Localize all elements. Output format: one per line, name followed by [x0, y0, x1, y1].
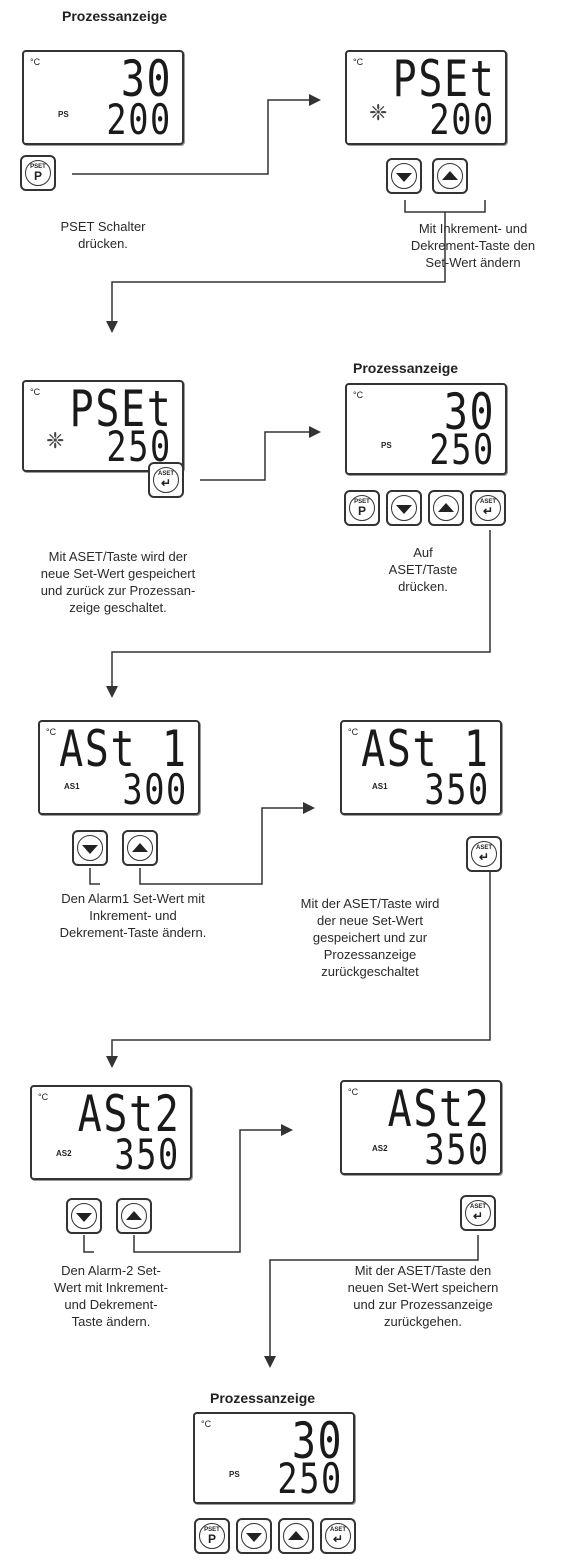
arrow-up-icon [283, 1523, 309, 1549]
arrow-down-icon [241, 1523, 267, 1549]
set-value: 200 [429, 95, 495, 144]
step1-title: Prozessanzeige [62, 8, 168, 24]
mode-label: PSEt [69, 380, 172, 438]
arrow-down-icon [391, 495, 417, 521]
decrement-key[interactable] [72, 830, 108, 866]
unit-label: °C [348, 1087, 359, 1097]
aset-icon: ASET↵ [153, 467, 179, 493]
decrement-key[interactable] [236, 1518, 272, 1554]
aset-key[interactable]: ASET↵ [470, 490, 506, 526]
ps-indicator: PS [381, 441, 392, 450]
step4-display: °C PS 30 250 [345, 383, 507, 475]
increment-key[interactable] [278, 1518, 314, 1554]
blink-icon: ❈ [369, 100, 388, 125]
arrow-up-icon [437, 163, 463, 189]
step9-display: °C PS 30 250 [193, 1412, 355, 1504]
unit-label: °C [201, 1419, 212, 1429]
set-value: 350 [424, 765, 490, 814]
set-value: 350 [114, 1130, 180, 1179]
step8-display: °C AS2 ASt2 350 [340, 1080, 502, 1175]
set-value: 250 [277, 1454, 343, 1503]
mode-label: ASt2 [387, 1080, 490, 1138]
arrow-up-icon [121, 1203, 147, 1229]
ps-indicator: PS [58, 110, 69, 119]
increment-key[interactable] [116, 1198, 152, 1234]
aset-key[interactable]: ASET↵ [320, 1518, 356, 1554]
aset-icon: ASET↵ [465, 1200, 491, 1226]
unit-label: °C [46, 727, 57, 737]
aset-icon: ASET↵ [325, 1523, 351, 1549]
unit-label: °C [348, 727, 359, 737]
unit-label: °C [30, 387, 41, 397]
step1-display: °C PS 30 200 [22, 50, 184, 145]
unit-label: °C [353, 390, 364, 400]
increment-key[interactable] [122, 830, 158, 866]
process-value: 30 [291, 1412, 343, 1470]
as1-indicator: AS1 [372, 782, 388, 791]
unit-label: °C [353, 57, 364, 67]
decrement-key[interactable] [386, 490, 422, 526]
set-value: 250 [429, 425, 495, 474]
step6-display: °C AS1 ASt 1 350 [340, 720, 502, 815]
aset-key[interactable]: ASET↵ [148, 462, 184, 498]
step4-title: Prozessanzeige [353, 360, 459, 376]
ps-indicator: PS [229, 1470, 240, 1479]
mode-label: ASt 1 [59, 720, 188, 778]
unit-label: °C [30, 57, 41, 67]
increment-key[interactable] [428, 490, 464, 526]
arrow-up-icon [127, 835, 153, 861]
mode-label: PSEt [392, 50, 495, 108]
aset-key[interactable]: ASET↵ [460, 1195, 496, 1231]
mode-label: ASt2 [77, 1085, 180, 1143]
arrow-down-icon [71, 1203, 97, 1229]
increment-key[interactable] [432, 158, 468, 194]
process-value: 30 [120, 50, 172, 108]
decrement-key[interactable] [66, 1198, 102, 1234]
aset-key[interactable]: ASET↵ [466, 836, 502, 872]
mode-label: ASt 1 [361, 720, 490, 778]
set-value: 300 [122, 765, 188, 814]
aset-icon: ASET↵ [475, 495, 501, 521]
blink-icon: ❈ [46, 428, 65, 453]
unit-label: °C [38, 1092, 49, 1102]
process-value: 30 [443, 383, 495, 441]
as2-indicator: AS2 [56, 1149, 72, 1158]
step7-display: °C AS2 ASt2 350 [30, 1085, 192, 1180]
step2-display: °C ❈ PSEt 200 [345, 50, 507, 145]
caption-7: Den Alarm-2 Set-Wert mit Inkrement-und D… [54, 1263, 168, 1329]
arrow-up-icon [433, 495, 459, 521]
set-value: 250 [106, 422, 172, 471]
step9-title: Prozessanzeige [210, 1390, 316, 1406]
as1-indicator: AS1 [64, 782, 80, 791]
step3-display: °C ❈ PSEt 250 [22, 380, 184, 472]
decrement-key[interactable] [386, 158, 422, 194]
arrow-down-icon [77, 835, 103, 861]
step5-display: °C AS1 ASt 1 300 [38, 720, 200, 815]
set-value: 200 [106, 95, 172, 144]
set-value: 350 [424, 1125, 490, 1174]
aset-icon: ASET↵ [471, 841, 497, 867]
arrow-down-icon [391, 163, 417, 189]
as2-indicator: AS2 [372, 1144, 388, 1153]
